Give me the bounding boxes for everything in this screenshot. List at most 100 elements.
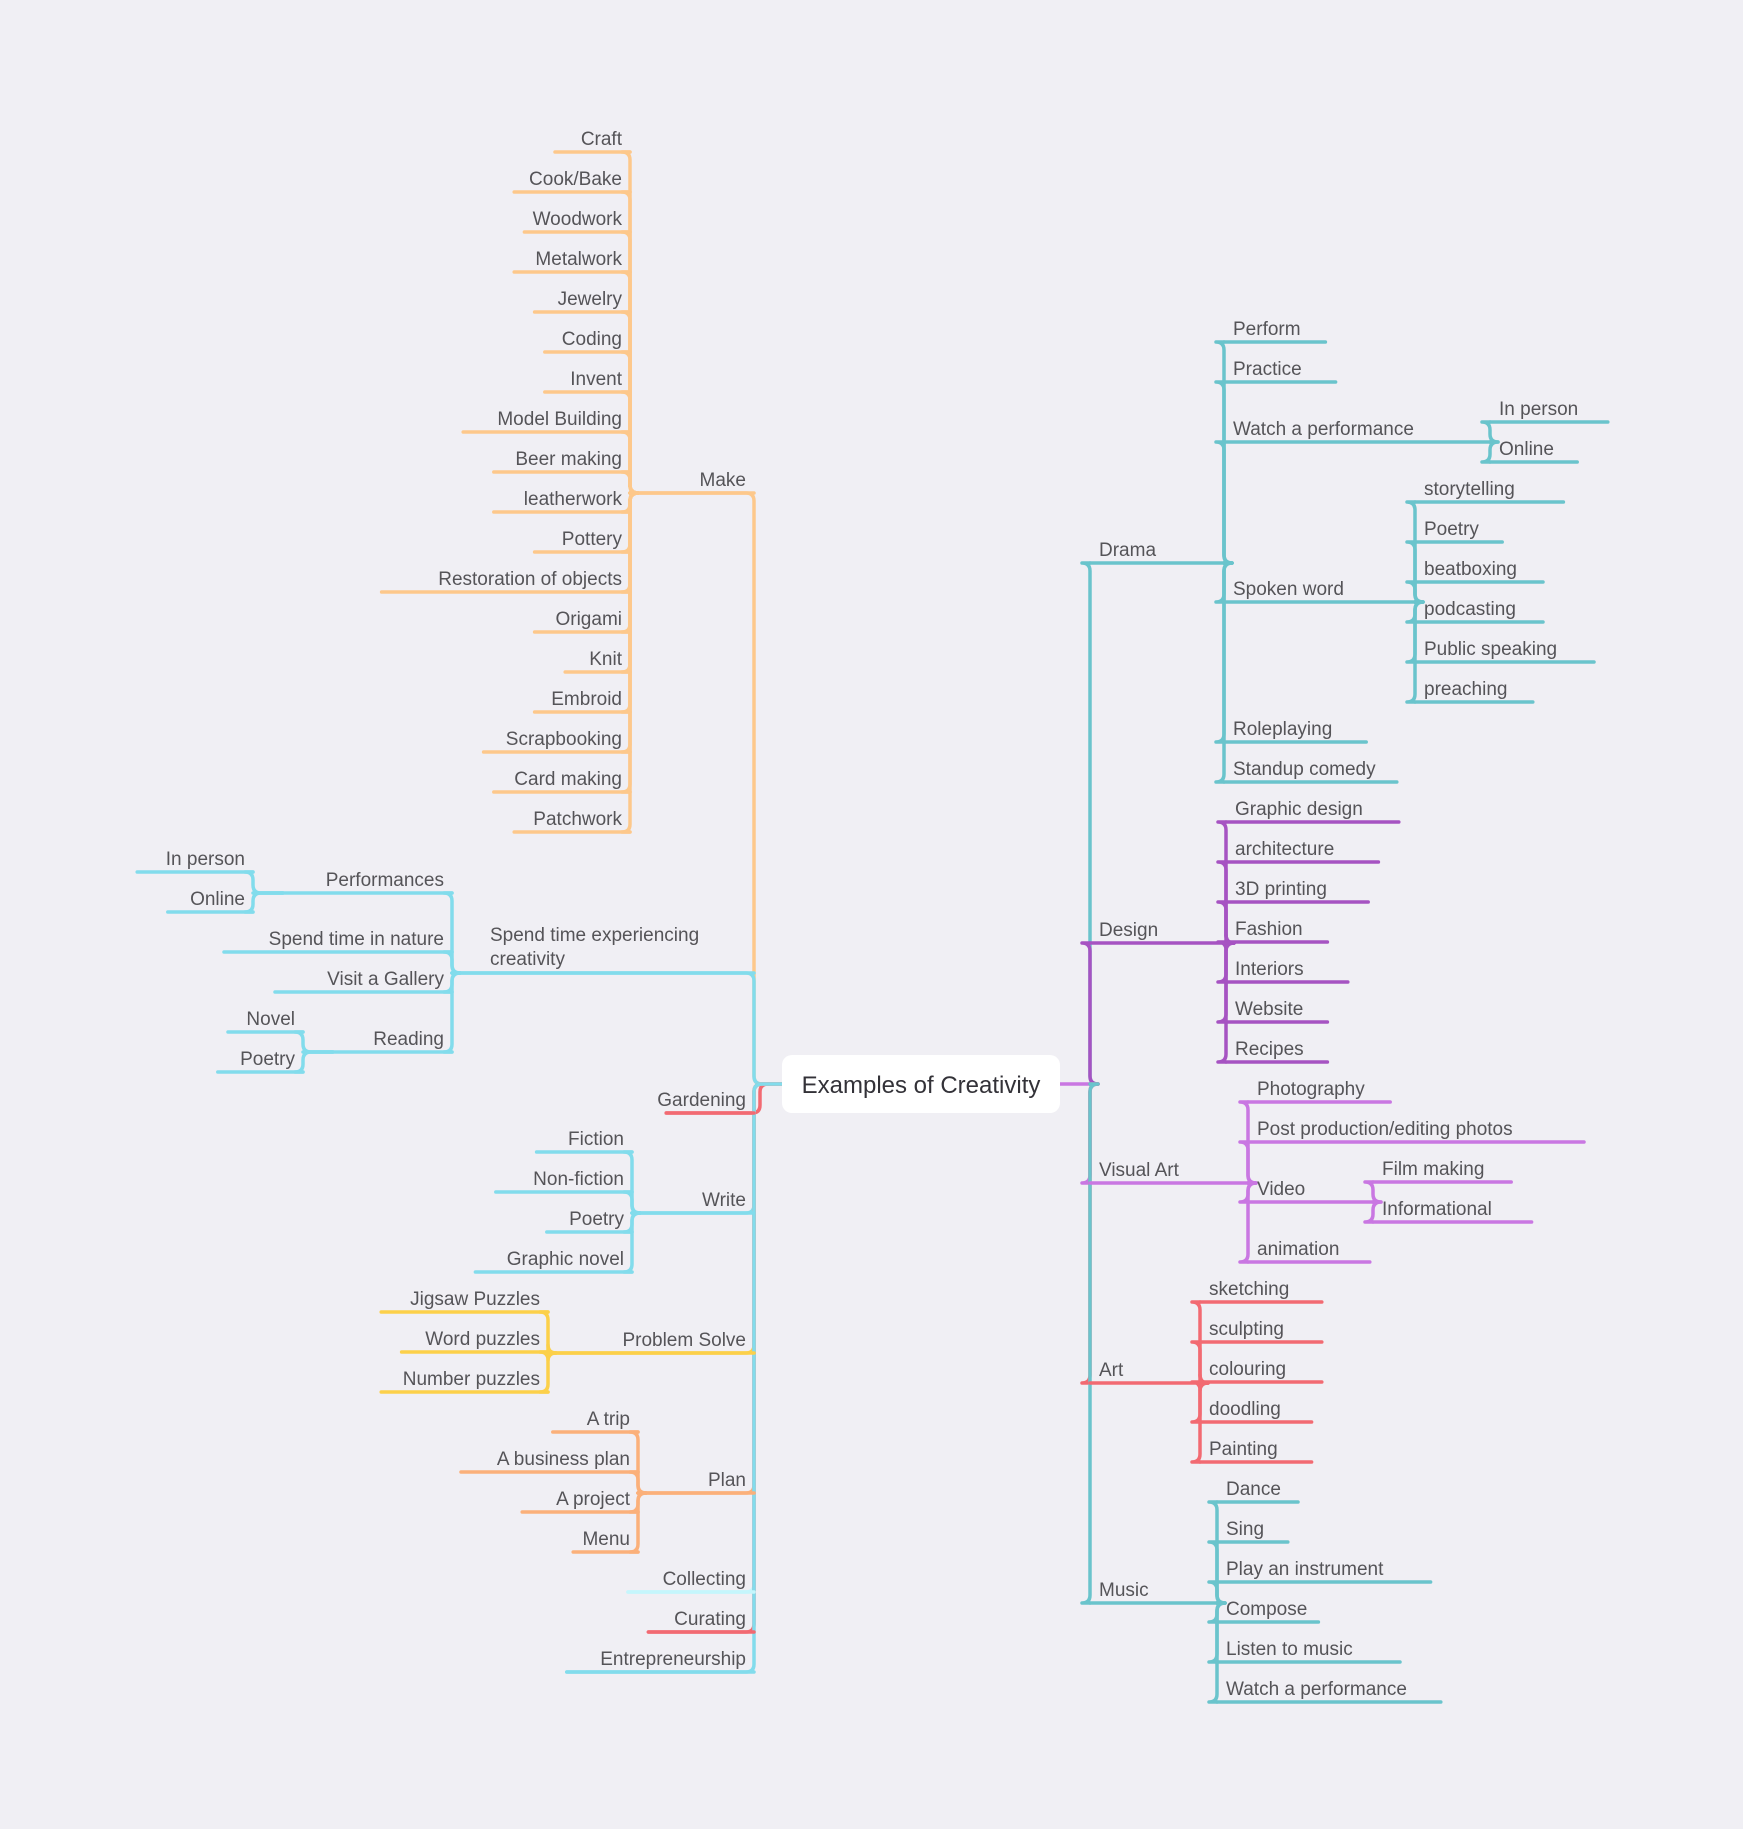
node-spend-time-experiencing-creativity-performances[interactable]: Performances bbox=[251, 870, 454, 895]
node-drama-roleplaying[interactable]: Roleplaying bbox=[1222, 719, 1368, 744]
node-music-compose-label: Compose bbox=[1226, 1599, 1307, 1620]
node-plan-a-project[interactable]: A project bbox=[520, 1489, 640, 1514]
branch-problem-solve[interactable]: Problem Solve bbox=[546, 1330, 756, 1355]
node-make-patchwork[interactable]: Patchwork bbox=[512, 809, 632, 834]
branch-design[interactable]: Design bbox=[1088, 920, 1228, 945]
node-visual-art-video-label: Video bbox=[1257, 1179, 1305, 1200]
node-music-play-an-instrument[interactable]: Play an instrument bbox=[1215, 1559, 1433, 1584]
node-make-model-building[interactable]: Model Building bbox=[461, 409, 632, 434]
node-drama-practice[interactable]: Practice bbox=[1222, 359, 1338, 384]
node-write-non-fiction[interactable]: Non-fiction bbox=[494, 1169, 634, 1194]
node-make-origami[interactable]: Origami bbox=[532, 609, 632, 634]
node-spend-time-experiencing-creativity-spend-time-in-nature[interactable]: Spend time in nature bbox=[222, 929, 454, 954]
node-drama-spoken-word-public-speaking[interactable]: Public speaking bbox=[1413, 639, 1596, 664]
node-spend-time-experiencing-creativity-visit-a-gallery[interactable]: Visit a Gallery bbox=[273, 969, 454, 994]
node-visual-art-photography[interactable]: Photography bbox=[1246, 1079, 1392, 1104]
node-make-restoration-of-objects[interactable]: Restoration of objects bbox=[379, 569, 632, 594]
node-visual-art-post-production-editing-photos[interactable]: Post production/editing photos bbox=[1246, 1119, 1586, 1144]
branch-collecting[interactable]: Collecting bbox=[626, 1569, 756, 1594]
node-spend-time-experiencing-creativity-performances-in-person[interactable]: In person bbox=[135, 849, 255, 874]
node-art-doodling[interactable]: doodling bbox=[1198, 1399, 1314, 1424]
node-design-interiors[interactable]: Interiors bbox=[1224, 959, 1350, 984]
node-make-leatherwork[interactable]: leatherwork bbox=[492, 489, 632, 514]
node-drama-watch-a-performance[interactable]: Watch a performance bbox=[1222, 419, 1492, 444]
node-make-beer-making[interactable]: Beer making bbox=[492, 449, 632, 474]
node-drama-spoken-word-beatboxing[interactable]: beatboxing bbox=[1413, 559, 1545, 584]
node-music-dance[interactable]: Dance bbox=[1215, 1479, 1300, 1504]
node-art-sculpting[interactable]: sculpting bbox=[1198, 1319, 1324, 1344]
node-make-invent-label: Invent bbox=[570, 369, 622, 390]
node-write-fiction[interactable]: Fiction bbox=[534, 1129, 634, 1154]
node-problem-solve-number-puzzles[interactable]: Number puzzles bbox=[379, 1369, 550, 1394]
branch-write[interactable]: Write bbox=[630, 1190, 756, 1215]
node-design-fashion[interactable]: Fashion bbox=[1224, 919, 1330, 944]
node-write-graphic-novel[interactable]: Graphic novel bbox=[473, 1249, 634, 1274]
node-music-listen-to-music[interactable]: Listen to music bbox=[1215, 1639, 1402, 1664]
node-problem-solve-jigsaw-puzzles[interactable]: Jigsaw Puzzles bbox=[379, 1289, 550, 1314]
node-design-graphic-design[interactable]: Graphic design bbox=[1224, 799, 1401, 824]
node-make-jewelry[interactable]: Jewelry bbox=[532, 289, 632, 314]
branch-drama[interactable]: Drama bbox=[1088, 540, 1226, 565]
node-visual-art-animation[interactable]: animation bbox=[1246, 1239, 1372, 1264]
node-make-scrapbooking[interactable]: Scrapbooking bbox=[481, 729, 632, 754]
node-art-painting[interactable]: Painting bbox=[1198, 1439, 1314, 1464]
node-design-3d-printing[interactable]: 3D printing bbox=[1224, 879, 1370, 904]
node-spend-time-experiencing-creativity-reading-poetry[interactable]: Poetry bbox=[216, 1049, 305, 1074]
edge-node-drama-spoken-word-beatboxing bbox=[1405, 580, 1425, 604]
node-spend-time-experiencing-creativity-performances-online[interactable]: Online bbox=[166, 889, 255, 914]
branch-plan[interactable]: Plan bbox=[636, 1470, 756, 1495]
node-make-knit[interactable]: Knit bbox=[563, 649, 632, 674]
branch-curating[interactable]: Curating bbox=[646, 1609, 756, 1634]
edge-node-spend-time-experiencing-creativity-reading-novel bbox=[293, 1030, 335, 1054]
node-drama-watch-a-performance-in-person[interactable]: In person bbox=[1488, 399, 1610, 424]
node-spend-time-experiencing-creativity-reading[interactable]: Reading bbox=[301, 1029, 454, 1054]
node-problem-solve-number-puzzles-label: Number puzzles bbox=[403, 1369, 540, 1390]
node-plan-a-trip[interactable]: A trip bbox=[551, 1409, 640, 1434]
node-drama-spoken-word-podcasting[interactable]: podcasting bbox=[1413, 599, 1545, 624]
branch-entrepreneurship[interactable]: Entrepreneurship bbox=[565, 1649, 756, 1674]
node-drama-perform[interactable]: Perform bbox=[1222, 319, 1328, 344]
node-drama-standup-comedy[interactable]: Standup comedy bbox=[1222, 759, 1399, 784]
node-drama-spoken-word-poetry-label: Poetry bbox=[1424, 519, 1479, 540]
node-music-compose[interactable]: Compose bbox=[1215, 1599, 1321, 1624]
node-write-poetry[interactable]: Poetry bbox=[545, 1209, 634, 1234]
node-visual-art-video-film-making[interactable]: Film making bbox=[1371, 1159, 1513, 1184]
node-visual-art-video[interactable]: Video bbox=[1246, 1179, 1375, 1204]
node-drama-spoken-word-storytelling[interactable]: storytelling bbox=[1413, 479, 1566, 504]
node-music-sing[interactable]: Sing bbox=[1215, 1519, 1290, 1544]
node-spend-time-experiencing-creativity-reading-novel[interactable]: Novel bbox=[226, 1009, 305, 1034]
branch-music[interactable]: Music bbox=[1088, 1580, 1219, 1605]
node-make-metalwork[interactable]: Metalwork bbox=[512, 249, 632, 274]
node-design-recipes[interactable]: Recipes bbox=[1224, 1039, 1330, 1064]
node-drama-spoken-word-public-speaking-label: Public speaking bbox=[1424, 639, 1557, 660]
node-make-craft[interactable]: Craft bbox=[553, 129, 632, 154]
node-make-card-making[interactable]: Card making bbox=[492, 769, 632, 794]
node-make-cook-bake[interactable]: Cook/Bake bbox=[512, 169, 632, 194]
node-design-website[interactable]: Website bbox=[1224, 999, 1330, 1024]
central-topic-box[interactable] bbox=[782, 1055, 1060, 1113]
node-drama-spoken-word-preaching[interactable]: preaching bbox=[1413, 679, 1535, 704]
node-make-woodwork[interactable]: Woodwork bbox=[522, 209, 632, 234]
node-art-colouring[interactable]: colouring bbox=[1198, 1359, 1324, 1384]
node-plan-menu[interactable]: Menu bbox=[571, 1529, 640, 1554]
branch-visual-art[interactable]: Visual Art bbox=[1088, 1160, 1250, 1185]
branch-make[interactable]: Make bbox=[628, 470, 756, 495]
edge-node-make-beer-making bbox=[620, 470, 640, 495]
node-make-invent[interactable]: Invent bbox=[543, 369, 632, 394]
node-drama-spoken-word[interactable]: Spoken word bbox=[1222, 579, 1417, 604]
node-make-coding[interactable]: Coding bbox=[543, 329, 632, 354]
node-problem-solve-word-puzzles[interactable]: Word puzzles bbox=[399, 1329, 550, 1354]
node-make-coding-label: Coding bbox=[562, 329, 622, 350]
node-music-watch-a-performance[interactable]: Watch a performance bbox=[1215, 1679, 1443, 1704]
node-make-pottery[interactable]: Pottery bbox=[532, 529, 632, 554]
node-visual-art-video-informational[interactable]: Informational bbox=[1371, 1199, 1534, 1224]
branch-art[interactable]: Art bbox=[1088, 1360, 1202, 1385]
node-drama-spoken-word-poetry[interactable]: Poetry bbox=[1413, 519, 1504, 544]
node-art-sketching[interactable]: sketching bbox=[1198, 1279, 1324, 1304]
node-drama-watch-a-performance-online[interactable]: Online bbox=[1488, 439, 1579, 464]
node-make-embroid[interactable]: Embroid bbox=[532, 689, 632, 714]
central-topic[interactable]: Examples of Creativity bbox=[782, 1055, 1060, 1113]
node-design-architecture[interactable]: architecture bbox=[1224, 839, 1381, 864]
node-plan-a-business-plan[interactable]: A business plan bbox=[459, 1449, 640, 1474]
branch-gardening[interactable]: Gardening bbox=[657, 1090, 756, 1115]
